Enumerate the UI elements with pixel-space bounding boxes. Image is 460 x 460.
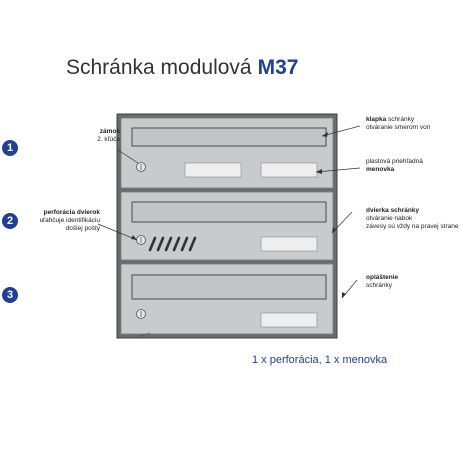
title-main: Schránka modulová	[66, 56, 252, 79]
title-model: M37	[257, 56, 299, 79]
module-3-nameplate	[260, 312, 318, 328]
module-marker-3: 3	[2, 287, 18, 303]
leader-nameplate	[315, 167, 361, 173]
annotation-flap-title: klapka	[366, 116, 387, 123]
annotation-lock-title: zámok	[99, 128, 120, 135]
annotation-perforation-title: perforácia dvierok	[43, 209, 100, 216]
annotation-nameplate: plastová priehľadná menovka	[366, 158, 423, 174]
module-1-nameplate-left	[184, 162, 242, 178]
annotation-perforation-line3: došlej pošty	[65, 225, 100, 232]
annotation-casing: opláštenie schránky	[366, 274, 398, 290]
annotation-casing-title: opláštenie	[366, 274, 399, 281]
annotation-flap-text: otváranie smerom von	[366, 124, 431, 131]
annotation-nameplate-title: menovka	[366, 166, 395, 173]
footer-note: 1 x perforácia, 1 x menovka	[252, 354, 388, 366]
annotation-flap: klapka schránky otváranie smerom von	[366, 116, 430, 132]
leader-perforation	[97, 223, 138, 241]
annotation-flap-rest: schránky	[386, 116, 415, 123]
annotation-casing-text: schránky	[366, 282, 393, 289]
module-1-nameplate-right	[260, 162, 318, 178]
module-2-slot	[131, 201, 327, 223]
annotation-door-line2: otváranie nabok	[366, 215, 413, 222]
module-1-slot	[131, 127, 327, 147]
leader-flap	[321, 125, 361, 137]
leader-lock	[117, 149, 139, 164]
module-2-perforation	[148, 236, 197, 252]
annotation-nameplate-text: plastová priehľadná	[366, 158, 423, 165]
module-2-nameplate	[260, 236, 318, 252]
annotation-door-title: dvierka schránky	[366, 207, 420, 214]
annotation-door-line3: závesy sú vždy na pravej strane	[366, 223, 459, 230]
module-marker-1: 1	[2, 140, 18, 156]
annotation-lock-text: 2. kľúče	[97, 136, 120, 143]
annotation-perforation: perforácia dvierok uľahčuje identifikáci…	[18, 209, 100, 233]
annotation-door: dvierka schránky otváranie nabok závesy …	[366, 207, 459, 231]
module-3-slot	[131, 274, 327, 300]
annotation-lock: zámok 2. kľúče	[60, 128, 120, 144]
module-marker-2: 2	[2, 213, 18, 229]
annotation-perforation-line2: uľahčuje identifikáciu	[39, 217, 100, 224]
